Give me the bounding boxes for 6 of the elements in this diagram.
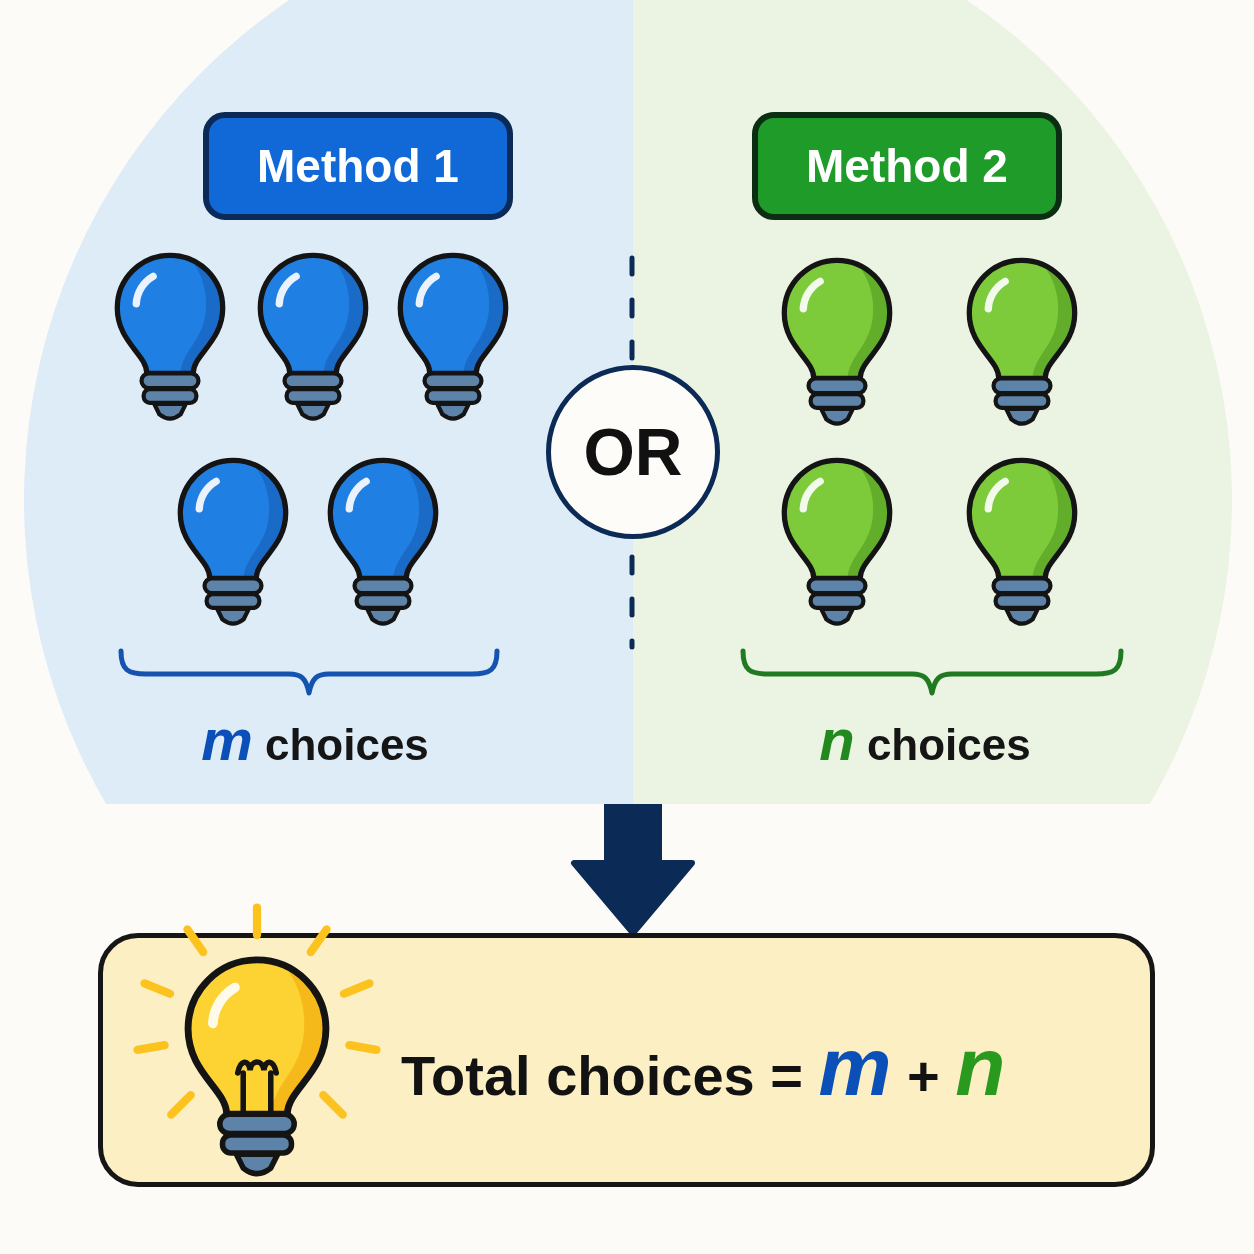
choices-label: m choices — [201, 706, 429, 774]
arrow — [571, 804, 695, 936]
formula-text: Total choices = m + n — [401, 1019, 1006, 1114]
method-label: Method 1 — [203, 112, 513, 220]
method-label: Method 2 — [752, 112, 1062, 220]
choices-label: n choices — [819, 706, 1031, 774]
